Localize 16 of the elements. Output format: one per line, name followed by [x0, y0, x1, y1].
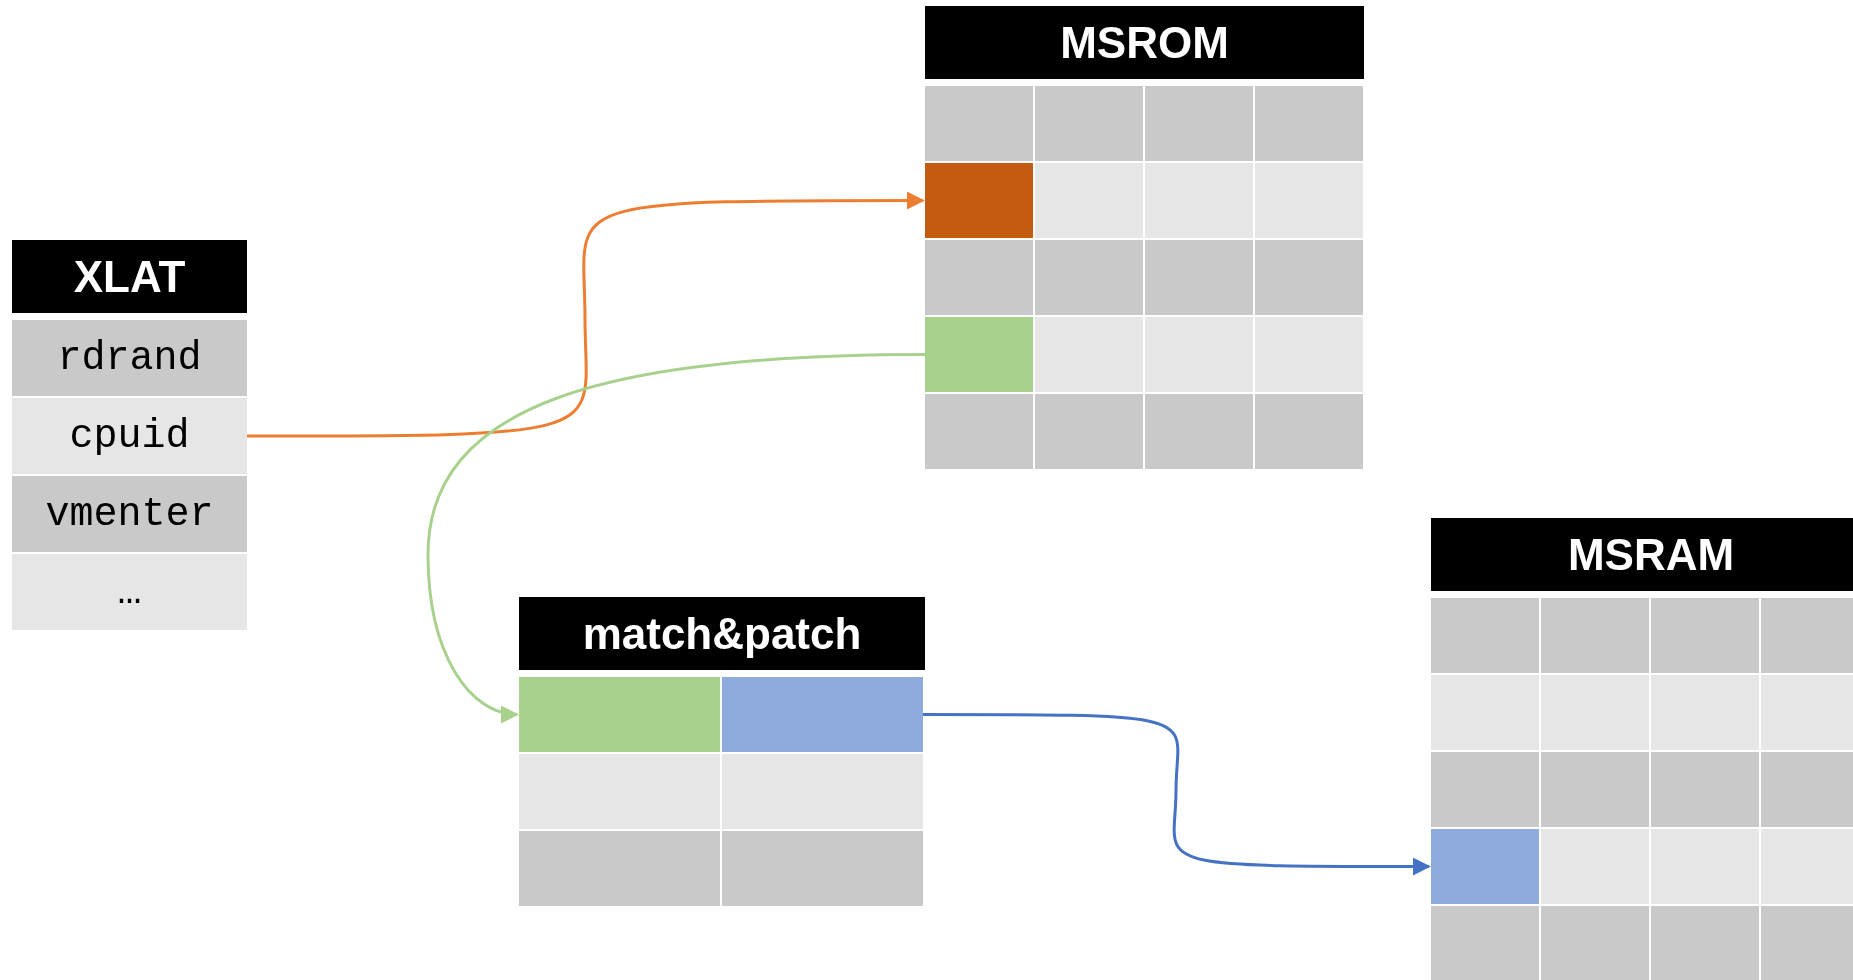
table-header: match&patch [519, 597, 925, 670]
highlighted-cell [925, 317, 1033, 392]
table-header: MSRAM [1431, 518, 1853, 591]
table-row: … [12, 554, 247, 630]
highlighted-cell [1431, 829, 1539, 904]
highlighted-cell [722, 677, 923, 752]
table-row: vmenter [12, 476, 247, 552]
highlighted-cell [925, 163, 1033, 238]
connector-arrow [426, 353, 926, 722]
connector-arrow [923, 713, 1431, 876]
table-header: XLAT [12, 240, 247, 313]
table-row: cpuid [12, 398, 247, 474]
highlighted-cell [519, 677, 720, 752]
table-row: rdrand [12, 320, 247, 396]
connector-arrow [247, 191, 925, 438]
table-header: MSROM [925, 6, 1364, 79]
